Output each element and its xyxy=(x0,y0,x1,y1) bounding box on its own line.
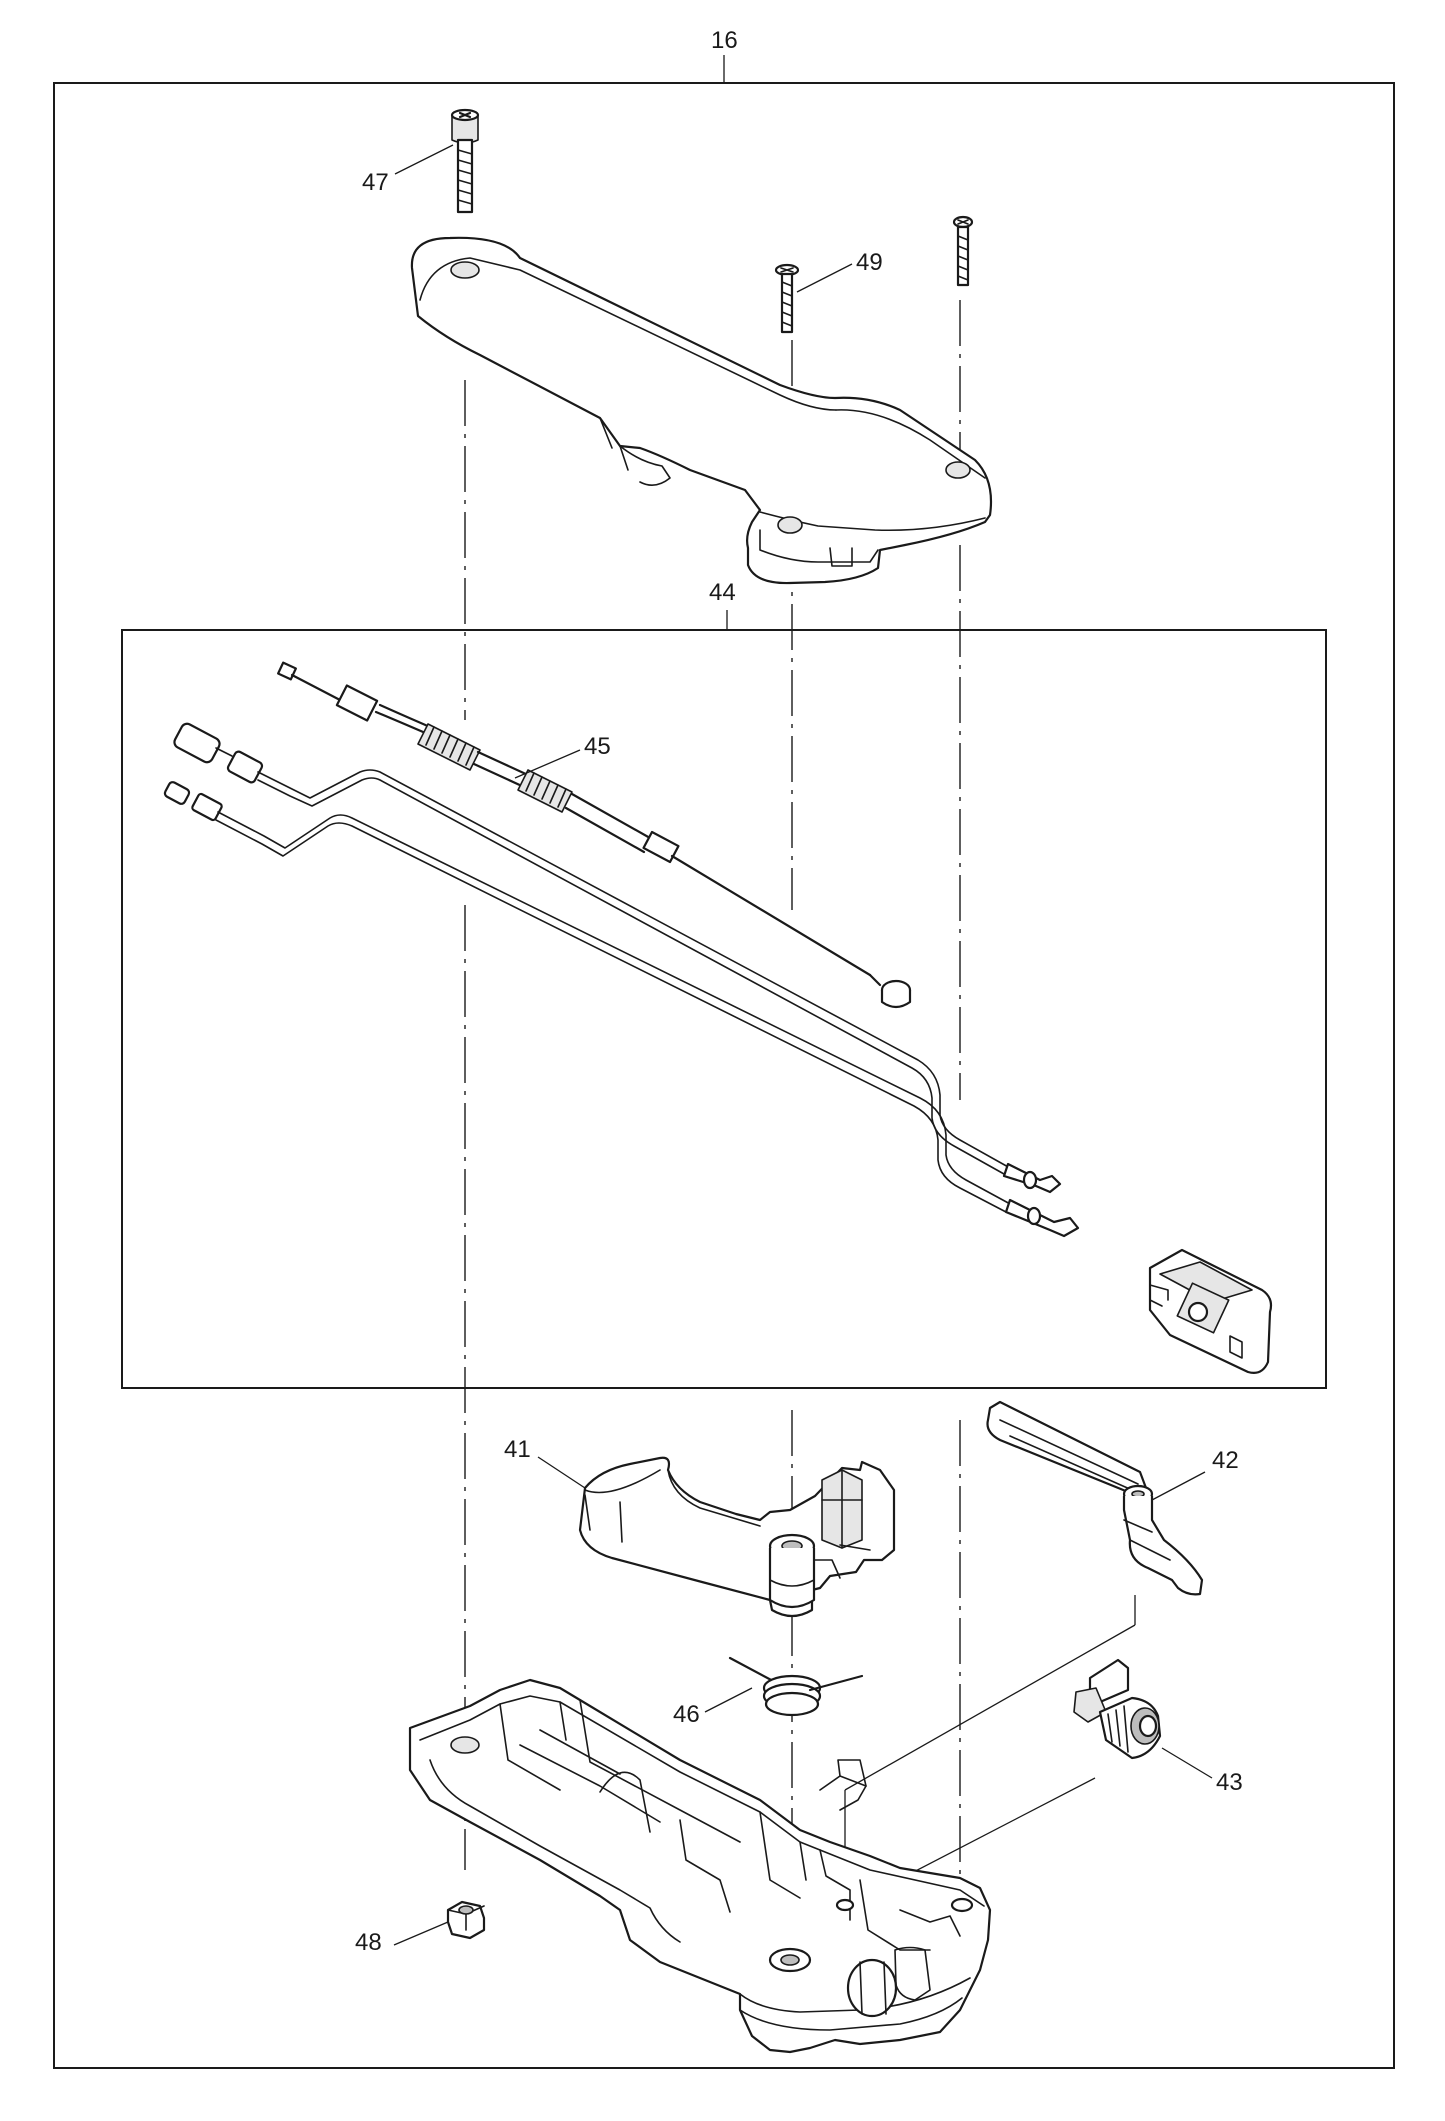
part-45-throttle-cable xyxy=(277,661,912,1009)
part-stop-switch xyxy=(1148,1248,1273,1374)
callout-43: 43 xyxy=(1216,1769,1243,1796)
callout-42: 42 xyxy=(1212,1447,1239,1474)
callout-44: 44 xyxy=(709,579,736,606)
part-43-adjust-knob xyxy=(1073,1658,1162,1760)
part-46-torsion-spring xyxy=(728,1656,864,1717)
part-41-throttle-trigger xyxy=(578,1456,896,1618)
part-tapping-screw-right xyxy=(952,215,974,287)
part-wiring-harness xyxy=(163,722,1080,1238)
callout-48: 48 xyxy=(355,1929,382,1956)
callout-46: 46 xyxy=(673,1701,700,1728)
part-handle-housing-lower xyxy=(408,1678,992,2054)
subassembly-frame-44 xyxy=(121,629,1327,1389)
part-48-hex-nut xyxy=(446,1900,486,1940)
callout-16: 16 xyxy=(711,27,738,54)
part-49-screw xyxy=(774,263,800,334)
callout-49: 49 xyxy=(856,249,883,276)
callout-47: 47 xyxy=(362,169,389,196)
callout-41: 41 xyxy=(504,1436,531,1463)
part-handle-cover-upper xyxy=(410,236,993,585)
part-42-lockout-lever xyxy=(986,1400,1204,1596)
callout-45: 45 xyxy=(584,733,611,760)
part-47-cap-screw xyxy=(450,108,480,214)
